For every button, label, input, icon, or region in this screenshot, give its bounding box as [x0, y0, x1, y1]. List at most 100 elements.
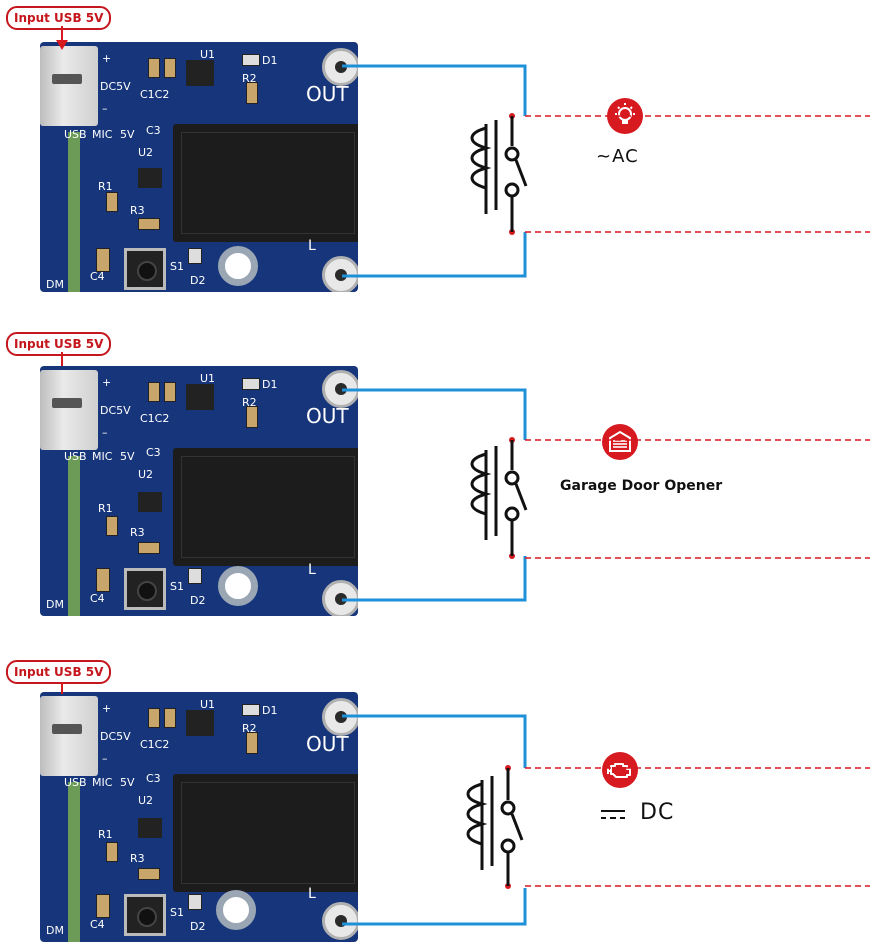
capacitor-c4 — [96, 894, 110, 918]
usb-silkscreen: USB — [64, 128, 87, 141]
r1-silkscreen: R1 — [98, 180, 113, 193]
capacitor-c4 — [96, 568, 110, 592]
u2-silkscreen: U2 — [138, 146, 154, 159]
blue-wire-l — [342, 888, 527, 926]
minus-silkscreen: – — [102, 752, 108, 765]
relay-symbol-icon — [470, 440, 528, 556]
dm-silkscreen: DM — [46, 278, 64, 291]
load-icon-badge — [602, 424, 638, 460]
resistor-r1 — [106, 192, 118, 212]
micro-usb-port — [40, 46, 98, 126]
mounting-hole — [216, 890, 256, 930]
relay-wiring-panel-1: Input USB 5V OUT L D1 U1 R2 DC5V C1C2 C3… — [0, 0, 873, 310]
led-d1 — [242, 378, 260, 390]
out-silkscreen: OUT — [306, 732, 349, 756]
capacitor-c2 — [164, 382, 176, 402]
s1-silkscreen: S1 — [170, 906, 184, 919]
relay-module-board: OUT L D1 U1 R2 DC5V C1C2 C3 USB MIC 5V U… — [40, 42, 358, 292]
dm-silkscreen: DM — [46, 924, 64, 937]
light-bulb-icon — [615, 103, 635, 124]
l-silkscreen: L — [308, 238, 316, 254]
micro-usb-port — [40, 696, 98, 776]
dc5v-silkscreen: DC5V — [100, 80, 131, 93]
blue-wire-out — [342, 388, 527, 440]
regulator-u1 — [186, 60, 214, 86]
board-edge-strip — [68, 132, 80, 292]
s1-silkscreen: S1 — [170, 260, 184, 273]
r2-silkscreen: R2 — [242, 722, 257, 735]
u2-silkscreen: U2 — [138, 794, 154, 807]
board-edge-strip — [68, 782, 80, 942]
l-silkscreen: L — [308, 886, 316, 902]
wiring-group-2 — [61, 352, 870, 602]
r3-silkscreen: R3 — [130, 526, 145, 539]
c4-silkscreen: C4 — [90, 918, 105, 931]
resistor-r2 — [246, 406, 258, 428]
capacitor-c1 — [148, 382, 160, 402]
load-icon-badge — [602, 752, 638, 788]
r3-silkscreen: R3 — [130, 852, 145, 865]
5v-silkscreen: 5V — [120, 450, 135, 463]
relay-wiring-panel-3: Input USB 5V OUT L D1 U1 R2 DC5V C1C2 C3… — [0, 640, 873, 950]
regulator-u1 — [186, 710, 214, 736]
d2-silkscreen: D2 — [190, 920, 206, 933]
capacitor-c2 — [164, 58, 176, 78]
arrow-head-icon — [56, 40, 68, 50]
push-button-s1 — [124, 248, 166, 290]
relay-component — [173, 448, 358, 566]
load-label: DC — [640, 800, 675, 825]
relay-wiring-panel-2: Input USB 5V OUT L D1 U1 R2 DC5V C1C2 C3… — [0, 320, 873, 630]
plus-silkscreen: + — [102, 376, 112, 389]
led-d2 — [188, 248, 202, 264]
usb-silkscreen: USB — [64, 450, 87, 463]
5v-silkscreen: 5V — [120, 776, 135, 789]
u1-silkscreen: U1 — [200, 48, 216, 61]
ic-u2 — [138, 492, 162, 512]
dc5v-silkscreen: DC5V — [100, 730, 131, 743]
l-terminal — [322, 256, 358, 292]
d1-silkscreen: D1 — [262, 704, 278, 717]
capacitor-c2 — [164, 708, 176, 728]
regulator-u1 — [186, 384, 214, 410]
input-usb-label: Input USB 5V — [6, 6, 112, 30]
c3-silkscreen: C3 — [146, 772, 161, 785]
out-terminal — [322, 370, 358, 408]
push-button-s1 — [124, 568, 166, 610]
5v-silkscreen: 5V — [120, 128, 135, 141]
r1-silkscreen: R1 — [98, 828, 113, 841]
c1c2-silkscreen: C1C2 — [140, 88, 170, 101]
c3-silkscreen: C3 — [146, 124, 161, 137]
u1-silkscreen: U1 — [200, 698, 216, 711]
mic-silkscreen: MIC — [92, 128, 113, 141]
minus-silkscreen: – — [102, 426, 108, 439]
mic-silkscreen: MIC — [92, 776, 113, 789]
c4-silkscreen: C4 — [90, 270, 105, 283]
dm-silkscreen: DM — [46, 598, 64, 611]
u1-silkscreen: U1 — [200, 372, 216, 385]
dc5v-silkscreen: DC5V — [100, 404, 131, 417]
wiring-group-1 — [56, 26, 870, 278]
resistor-r2 — [246, 82, 258, 104]
plus-silkscreen: + — [102, 702, 112, 715]
c4-silkscreen: C4 — [90, 592, 105, 605]
load-label: Garage Door Opener — [560, 478, 723, 494]
relay-symbol-icon — [466, 768, 524, 886]
r1-silkscreen: R1 — [98, 502, 113, 515]
ic-u2 — [138, 168, 162, 188]
out-silkscreen: OUT — [306, 404, 349, 428]
usb-silkscreen: USB — [64, 776, 87, 789]
garage-door-icon — [609, 430, 631, 452]
board-edge-strip — [68, 456, 80, 616]
d1-silkscreen: D1 — [262, 378, 278, 391]
push-button-s1 — [124, 894, 166, 936]
blue-wire-out — [342, 64, 527, 116]
d2-silkscreen: D2 — [190, 594, 206, 607]
resistor-r1 — [106, 842, 118, 862]
plus-silkscreen: + — [102, 52, 112, 65]
relay-module-board: OUT L D1 U1 R2 DC5V C1C2 C3 USB MIC 5V U… — [40, 366, 358, 616]
input-usb-label: Input USB 5V — [6, 660, 112, 684]
ic-u2 — [138, 818, 162, 838]
load-label: ~AC — [596, 146, 639, 167]
mic-silkscreen: MIC — [92, 450, 113, 463]
